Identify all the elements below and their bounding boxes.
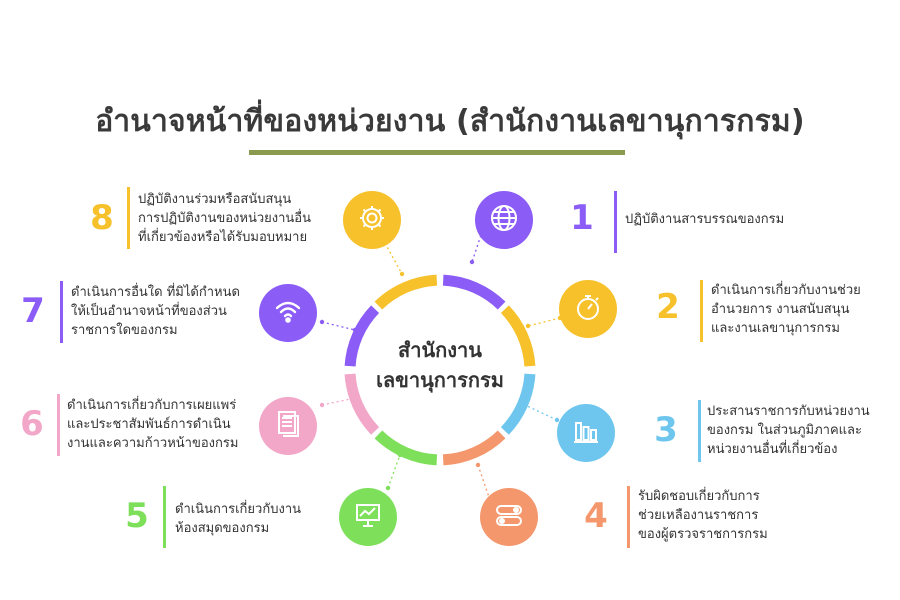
- item-1-number: 1: [570, 198, 594, 238]
- item-3-line-2: ของกรม ในส่วนภูมิภาคและ: [707, 423, 862, 438]
- item-6-number: 6: [20, 404, 44, 444]
- item-2-line-2: อำนวยการ งานสนับสนุน: [711, 302, 850, 317]
- item-6-line-2: และประชาสัมพันธ์การดำเนิน: [67, 417, 231, 432]
- item-8-line-2: การปฏิบัติงานของหน่วยงานอื่น: [138, 211, 312, 226]
- item-7-line-1: ดำเนินการอื่นใด ที่มิได้กำหนด: [71, 285, 240, 300]
- item-3-number: 3: [654, 410, 678, 450]
- item-3-line-1: ประสานราชการกับหน่วยงาน: [707, 404, 870, 419]
- item-3-icon-circle: [557, 404, 615, 462]
- item-2-text: ดำเนินการเกี่ยวกับงานช่วย อำนวยการ งานสน…: [711, 281, 861, 338]
- item-5-bar: [163, 486, 166, 548]
- item-3-bar: [698, 400, 701, 462]
- gear-icon: [356, 202, 388, 238]
- item-1-bar: [614, 191, 617, 253]
- item-8-line-3: ที่เกี่ยวข้องหรือได้รับมอบหมาย: [138, 230, 308, 245]
- item-5-icon-circle: [339, 488, 397, 546]
- ring-segment-4: [442, 430, 506, 466]
- item-4-line-1: รับผิดชอบเกี่ยวกับการ: [638, 489, 760, 504]
- ring-segment-5: [374, 430, 438, 466]
- item-5-line-2: ห้องสมุดของกรม: [175, 521, 270, 536]
- item-2-number: 2: [656, 287, 680, 327]
- ring-segment-1: [442, 274, 506, 310]
- item-8-number: 8: [90, 198, 114, 238]
- item-4-bar: [627, 486, 630, 548]
- globe-icon: [488, 202, 520, 238]
- center-label-line2: เลขานุการกรม: [376, 368, 504, 392]
- stopwatch-icon: [572, 291, 604, 327]
- item-2-line-3: และงานเลขานุการกรม: [711, 321, 840, 336]
- ring-segment-3: [500, 373, 536, 435]
- item-7-icon-circle: [259, 284, 317, 342]
- item-5-number: 5: [125, 496, 149, 536]
- item-6-line-3: งานและความก้าวหน้าของกรม: [67, 436, 239, 451]
- item-4-line-2: ช่วยเหลืองานราชการ: [638, 508, 759, 523]
- item-3-line-3: หน่วยงานอื่นที่เกี่ยวข้อง: [707, 442, 838, 457]
- item-5-text: ดำเนินการเกี่ยวกับงาน ห้องสมุดของกรม: [175, 500, 301, 538]
- item-7-line-3: ราชการใดของกรม: [71, 323, 178, 338]
- item-7-bar: [60, 281, 63, 343]
- item-6-text: ดำเนินการเกี่ยวกับการเผยแพร่ และประชาสัม…: [67, 396, 238, 453]
- wifi-icon: [272, 295, 304, 331]
- item-7-number: 7: [21, 291, 45, 331]
- item-8-icon-circle: [343, 191, 401, 249]
- item-4-number: 4: [584, 496, 608, 536]
- item-8-bar: [127, 187, 130, 249]
- item-1-icon-circle: [475, 191, 533, 249]
- item-4-line-3: ของผู้ตรวจราชการกรม: [638, 527, 768, 542]
- ring-segment-7: [344, 305, 380, 367]
- ring-segment-8: [374, 274, 438, 310]
- page-title: อำนาจหน้าที่ของหน่วยงาน (สำนักงานเลขานุก…: [95, 104, 805, 139]
- item-2-line-1: ดำเนินการเกี่ยวกับงานช่วย: [711, 283, 861, 298]
- item-5-line-1: ดำเนินการเกี่ยวกับงาน: [175, 502, 302, 517]
- item-8-text: ปฏิบัติงานร่วมหรือสนับสนุน การปฏิบัติงาน…: [138, 190, 311, 247]
- item-2-icon-circle: [559, 280, 617, 338]
- item-1-line-1: ปฏิบัติงานสารบรรณของกรม: [625, 212, 785, 227]
- title-underline: [249, 150, 625, 155]
- item-4-text: รับผิดชอบเกี่ยวกับการ ช่วยเหลืองานราชการ…: [638, 487, 768, 544]
- item-2-bar: [700, 280, 703, 342]
- item-7-line-2: ให้เป็นอำนาจหน้าที่ของส่วน: [71, 304, 227, 319]
- item-7-text: ดำเนินการอื่นใด ที่มิได้กำหนด ให้เป็นอำน…: [71, 283, 240, 340]
- ring-segment-6: [344, 373, 380, 435]
- item-6-bar: [57, 394, 60, 456]
- center-label: สำนักงาน เลขานุการกรม: [345, 335, 535, 395]
- presentation-board-icon: [352, 499, 384, 535]
- ring-segment-2: [500, 305, 536, 367]
- center-label-line1: สำนักงาน: [398, 338, 482, 362]
- item-8-line-1: ปฏิบัติงานร่วมหรือสนับสนุน: [138, 192, 292, 207]
- item-3-text: ประสานราชการกับหน่วยงาน ของกรม ในส่วนภูม…: [707, 402, 870, 459]
- bar-chart-icon: [570, 415, 602, 451]
- item-1-text: ปฏิบัติงานสารบรรณของกรม: [625, 210, 784, 229]
- item-4-icon-circle: [480, 488, 538, 546]
- documents-icon: [272, 408, 304, 444]
- toggle-switches-icon: [493, 499, 525, 535]
- item-6-icon-circle: [259, 397, 317, 455]
- item-6-line-1: ดำเนินการเกี่ยวกับการเผยแพร่: [67, 398, 237, 413]
